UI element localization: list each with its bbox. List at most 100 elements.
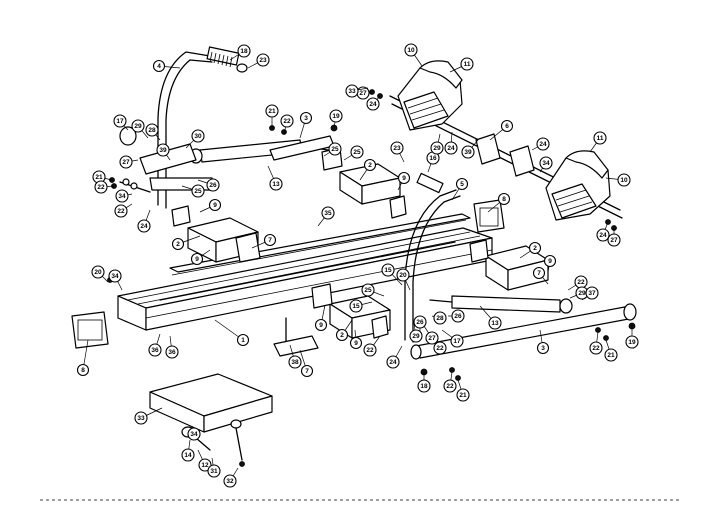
callout-circle <box>198 458 212 472</box>
callout-label: 29 <box>412 333 420 340</box>
callout-label: 34 <box>542 160 550 167</box>
callout-circle <box>585 286 599 300</box>
callout-1: 1 <box>214 319 250 347</box>
callout-circle <box>404 43 418 57</box>
callout-17: 17 <box>113 114 129 131</box>
callout-label: 36 <box>151 347 159 354</box>
callout-label: 18 <box>240 48 248 55</box>
callout-label: 13 <box>491 320 499 327</box>
callout-circle <box>488 316 502 330</box>
callout-11: 11 <box>589 131 607 153</box>
callout-26: 26 <box>448 309 465 323</box>
callout-circle <box>500 119 514 133</box>
callout-22: 22 <box>363 335 381 357</box>
callout-circle <box>456 388 470 402</box>
callout-label: 32 <box>226 478 234 485</box>
callout-circle <box>131 119 145 133</box>
callout-circle <box>390 141 404 155</box>
callout-36: 36 <box>148 333 162 357</box>
callout-circle <box>314 318 328 332</box>
callout-29: 29 <box>569 286 589 300</box>
callout-34: 34 <box>187 425 201 441</box>
callout-label: 20 <box>94 269 102 276</box>
lower-long-rod <box>410 303 637 360</box>
callout-7: 7 <box>251 233 277 249</box>
callout-label: 9 <box>195 256 199 263</box>
callout-label: 22 <box>283 118 291 125</box>
callout-circle <box>425 331 439 345</box>
callout-38: 38 <box>288 344 302 369</box>
callout-9: 9 <box>349 329 363 350</box>
callout-label: 37 <box>588 290 596 297</box>
callout-27: 27 <box>607 228 621 247</box>
callout-circle <box>413 315 427 329</box>
callout-circle <box>329 109 343 123</box>
callout-22: 22 <box>443 371 457 393</box>
callout-circle <box>617 173 631 187</box>
callout-label: 7 <box>305 368 309 375</box>
callout-30: 30 <box>185 129 205 149</box>
callout-circle <box>363 343 377 357</box>
callout-label: 33 <box>348 88 356 95</box>
callout-circle <box>269 177 283 191</box>
callout-label: 27 <box>122 159 130 166</box>
callout-9: 9 <box>314 304 328 332</box>
callout-label: 2 <box>340 332 344 339</box>
lower-center-housing <box>311 283 391 339</box>
callout-circle <box>543 254 557 268</box>
callout-circle <box>433 311 447 325</box>
callout-circle <box>397 171 411 185</box>
callout-label: 28 <box>148 127 156 134</box>
callout-circle <box>536 341 550 355</box>
callout-label: 25 <box>353 149 361 156</box>
callout-27: 27 <box>423 325 439 345</box>
callout-circle <box>350 145 364 159</box>
callout-circle <box>113 114 127 128</box>
callout-circle <box>450 334 464 348</box>
callout-label: 4 <box>157 63 161 70</box>
callout-circle <box>300 364 314 378</box>
callout-26: 26 <box>413 315 427 336</box>
callout-34: 34 <box>108 269 123 291</box>
callout-label: 7 <box>268 237 272 244</box>
callout-3: 3 <box>299 111 313 139</box>
callout-5: 5 <box>451 177 469 201</box>
callout-label: 39 <box>159 147 167 154</box>
callout-19: 19 <box>625 325 639 349</box>
callout-label: 9 <box>213 202 217 209</box>
callout-circle <box>345 84 359 98</box>
callout-label: 22 <box>117 208 125 215</box>
callout-label: 24 <box>369 101 377 108</box>
callout-35: 35 <box>317 206 335 227</box>
callout-12: 12 <box>197 449 212 472</box>
callout-label: 22 <box>97 184 105 191</box>
callout-circle <box>443 379 457 393</box>
callout-circle <box>237 44 251 58</box>
callout-22: 22 <box>589 331 603 355</box>
callout-circle <box>589 341 603 355</box>
callout-circle <box>460 57 474 71</box>
callout-label: 6 <box>505 123 509 130</box>
callout-circle <box>190 252 204 266</box>
callout-label: 8 <box>81 367 85 374</box>
callout-label: 16 <box>429 155 437 162</box>
callout-circle <box>181 448 195 462</box>
callout-22: 22 <box>94 180 115 194</box>
callout-label: 22 <box>577 279 585 286</box>
callout-label: 34 <box>111 273 119 280</box>
callout-label: 29 <box>433 145 441 152</box>
callout-34: 34 <box>115 189 133 203</box>
callout-circle <box>455 177 469 191</box>
callout-18: 18 <box>229 44 251 61</box>
callout-circle <box>119 155 133 169</box>
callout-circle <box>528 241 542 255</box>
callout-label: 9 <box>319 322 323 329</box>
callout-24: 24 <box>137 209 151 233</box>
callout-29: 29 <box>409 323 423 343</box>
callout-label: 3 <box>304 115 308 122</box>
callout-29: 29 <box>131 119 149 139</box>
callout-circle <box>191 184 205 198</box>
callout-circle <box>265 104 279 118</box>
callout-label: 11 <box>597 135 604 142</box>
callout-label: 22 <box>446 383 454 390</box>
